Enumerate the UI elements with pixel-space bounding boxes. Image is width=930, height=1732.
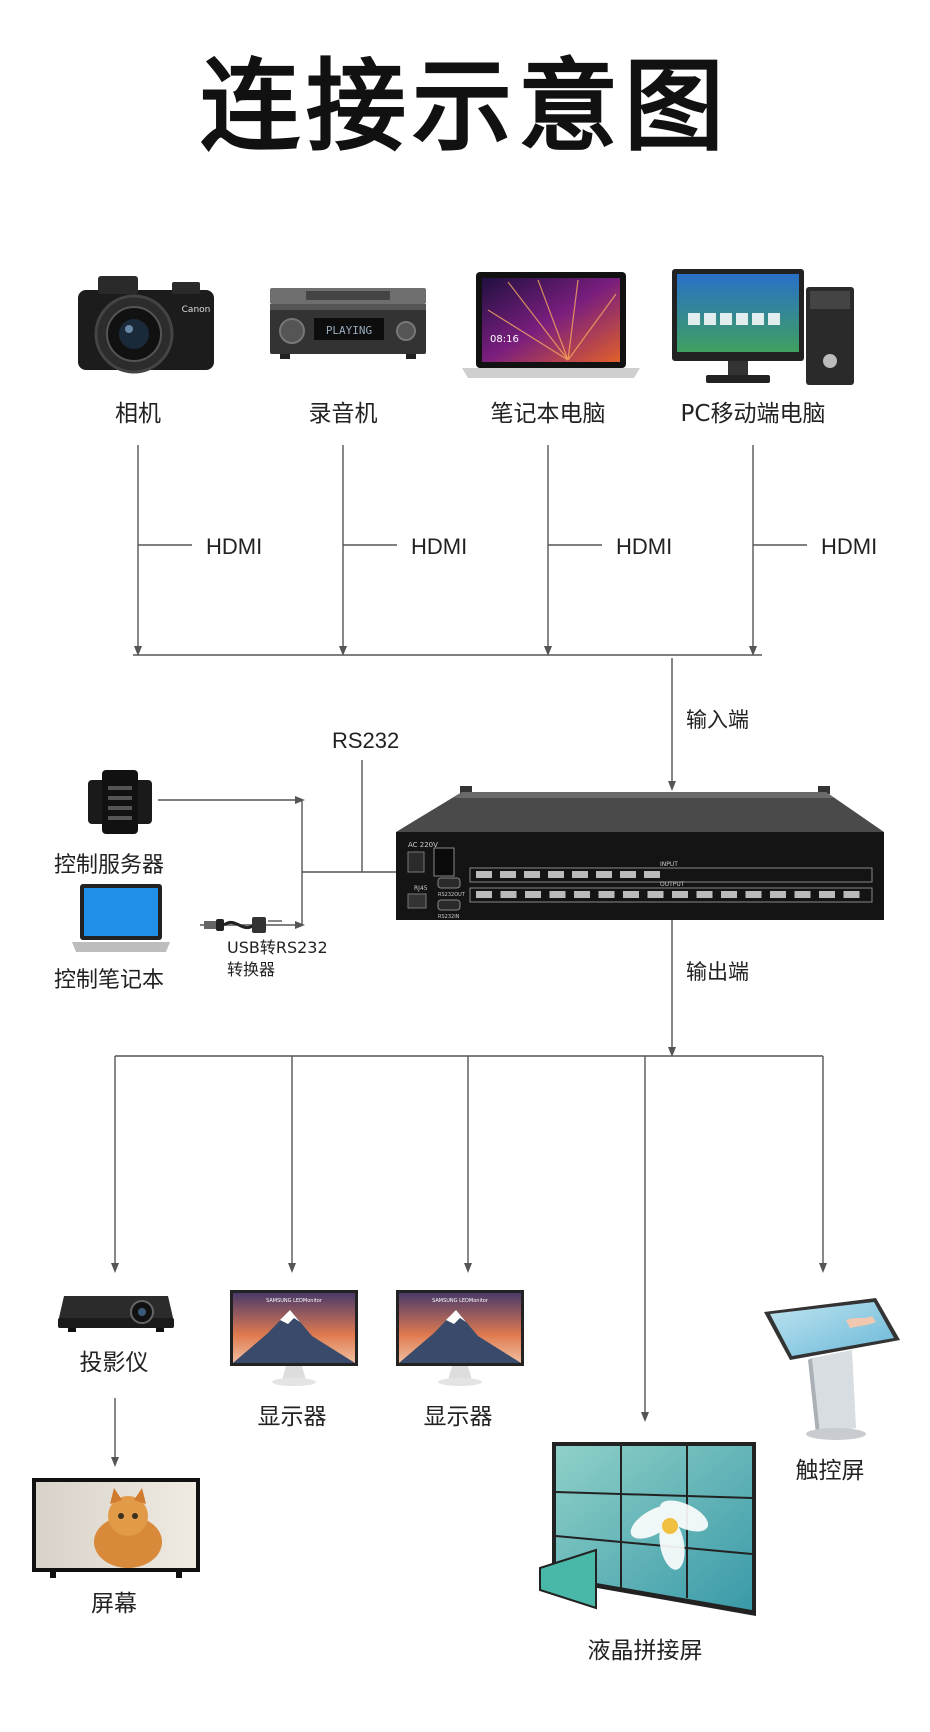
projector-icon [58, 1296, 174, 1332]
hdmi-output-port [770, 891, 786, 898]
svg-text:RS232OUT: RS232OUT [438, 892, 466, 898]
hdmi-input-port [476, 871, 492, 878]
monitor-icon: SAMSUNG LEDMonitor [396, 1290, 524, 1386]
touch-screen-kiosk-icon [764, 1298, 900, 1440]
hdmi-output-port [819, 891, 835, 898]
page-title: 连接示意图 [200, 47, 730, 165]
hdmi-output-port [696, 891, 713, 898]
source-label-pc: PC移动端电脑 [680, 401, 826, 427]
hdmi-input-port [524, 871, 540, 878]
svg-text:Canon: Canon [182, 305, 211, 315]
svg-text:INPUT: INPUT [660, 861, 678, 868]
hdmi-label: HDMI [616, 534, 673, 559]
converter-label-1: USB转RS232 [227, 938, 328, 957]
hdmi-output-port [549, 891, 566, 898]
monitor-icon: SAMSUNG LEDMonitor [230, 1290, 358, 1386]
output-label: 输出端 [686, 960, 749, 984]
hdmi-output-port [647, 891, 664, 898]
hdmi-input-port [548, 871, 564, 878]
monitor-label-2: 显示器 [423, 1404, 493, 1430]
touch-screen-label: 触控屏 [795, 1458, 865, 1484]
svg-text:AC 220V: AC 220V [408, 841, 438, 849]
screen-label: 屏幕 [91, 1591, 137, 1617]
audio-recorder-icon: PLAYING [270, 288, 426, 359]
rs232-label: RS232 [332, 728, 400, 753]
desktop-pc-icon [672, 269, 854, 385]
projector-label: 投影仪 [79, 1350, 149, 1376]
matrix-switcher: AC 220V RJ45 RS232OUT RS232IN INPUT OUTP… [396, 786, 884, 920]
svg-text:OUTPUT: OUTPUT [660, 881, 685, 888]
hdmi-label: HDMI [821, 534, 878, 559]
tv-screen-icon [32, 1478, 200, 1578]
hdmi-output-port [476, 891, 492, 898]
control-server-label: 控制服务器 [54, 853, 165, 878]
laptop-icon: 08:16 [462, 272, 640, 378]
hdmi-output-port [623, 891, 639, 898]
svg-text:SAMSUNG LEDMonitor: SAMSUNG LEDMonitor [432, 1298, 489, 1304]
source-label-recorder: 录音机 [308, 401, 378, 427]
hdmi-input-port [596, 871, 612, 878]
hdmi-input-port [500, 871, 516, 878]
svg-text:PLAYING: PLAYING [326, 324, 372, 337]
hdmi-label: HDMI [411, 534, 468, 559]
hdmi-output-port [672, 891, 688, 898]
source-label-camera: 相机 [115, 401, 161, 427]
camera-icon: Canon [78, 276, 214, 374]
hdmi-input-port [644, 871, 660, 878]
input-label: 输入端 [686, 708, 749, 732]
source-label-laptop: 笔记本电脑 [490, 401, 606, 427]
hdmi-output-port [745, 891, 762, 898]
converter-label-2: 转换器 [227, 960, 276, 979]
usb-rs232-converter-icon [204, 917, 266, 933]
hdmi-output-port [843, 891, 860, 898]
svg-text:SAMSUNG LEDMonitor: SAMSUNG LEDMonitor [266, 1298, 323, 1304]
hdmi-output-port [721, 891, 737, 898]
video-wall-icon [539, 1442, 756, 1616]
control-laptop-icon [72, 884, 170, 952]
svg-text:RS232IN: RS232IN [438, 914, 460, 920]
hdmi-output-port [500, 891, 517, 898]
hdmi-output-port [794, 891, 811, 898]
svg-text:08:16: 08:16 [490, 334, 519, 345]
video-wall-label: 液晶拼接屏 [587, 1638, 703, 1664]
svg-text:RJ45: RJ45 [414, 885, 428, 892]
hdmi-label: HDMI [206, 534, 263, 559]
hdmi-output-port [574, 891, 590, 898]
hdmi-output-port [598, 891, 615, 898]
control-laptop-label: 控制笔记本 [54, 968, 165, 993]
hdmi-input-port [620, 871, 636, 878]
control-server-icon [88, 770, 152, 834]
monitor-label-1: 显示器 [257, 1404, 327, 1430]
hdmi-output-port [525, 891, 541, 898]
hdmi-input-port [572, 871, 588, 878]
